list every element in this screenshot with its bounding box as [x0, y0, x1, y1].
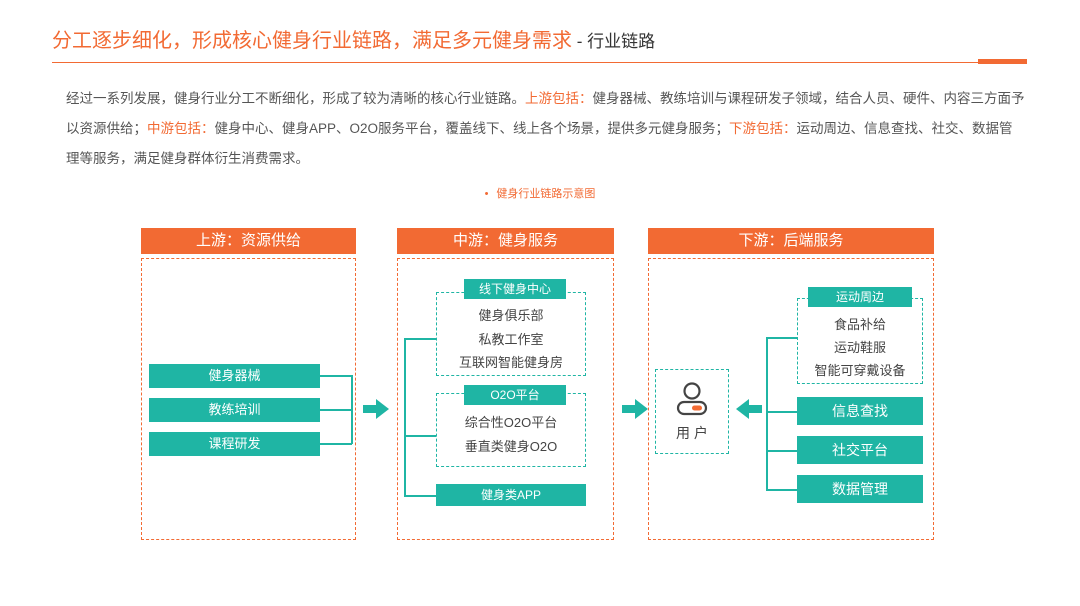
midstream-box: [397, 258, 614, 540]
downstream-text: 运动周边、信息查找、社交、数据管理等服务，满足健身群体衍生消费需求。: [66, 121, 1013, 166]
user-label: 用 户: [676, 425, 708, 441]
connector-line: [320, 443, 352, 445]
connector-line: [320, 409, 352, 411]
upstream-item-courses: 课程研发: [149, 432, 320, 456]
intro-paragraph: 经过一系列发展，健身行业分工不断细化，形成了较为清晰的核心行业链路。上游包括：健…: [66, 84, 1026, 174]
connector-line: [404, 338, 406, 496]
downstream-item-social: 社交平台: [797, 436, 923, 464]
downstream-header: 下游：后端服务: [648, 228, 934, 254]
connector-line: [404, 495, 436, 497]
title-separator: -: [572, 32, 588, 51]
left-arrow-icon: [736, 399, 762, 419]
fitness-app-label: 健身类APP: [436, 484, 586, 506]
connector-line: [404, 435, 436, 437]
upstream-item-training: 教练培训: [149, 398, 320, 422]
upstream-item-equipment: 健身器械: [149, 364, 320, 388]
midstream-text: 健身中心、健身APP、O2O服务平台，覆盖线下、线上各个场景，提供多元健身服务；: [214, 121, 730, 136]
connector-line: [766, 450, 797, 452]
right-arrow-icon: [363, 399, 389, 419]
user-icon: [676, 382, 708, 416]
downstream-highlight: 下游包括：: [729, 121, 797, 136]
upstream-box: [141, 258, 356, 540]
user-box: [655, 369, 729, 454]
peripherals-item: 智能可穿戴设备: [814, 363, 906, 378]
o2o-platform-label: O2O平台: [464, 385, 566, 405]
connector-line: [766, 411, 797, 413]
title-main-text: 分工逐步细化，形成核心健身行业链路，满足多元健身需求: [52, 30, 572, 52]
connector-line: [351, 375, 353, 444]
midstream-header: 中游：健身服务: [397, 228, 614, 254]
peripherals-item: 运动鞋服: [833, 340, 886, 355]
connector-line: [766, 337, 797, 339]
title-subtitle: 行业链路: [587, 32, 656, 51]
upstream-text: 健身器械、教练培训与课程研发子领域，结合人员、硬件、内容三方面予以资源供给；: [66, 91, 1025, 136]
connector-line: [766, 337, 768, 490]
offline-item: 私教工作室: [478, 332, 544, 347]
downstream-box: [648, 258, 934, 540]
offline-center-label: 线下健身中心: [464, 279, 566, 299]
title-accent-bar: [978, 59, 1027, 64]
connector-line: [320, 375, 352, 377]
peripherals-label: 运动周边: [808, 287, 912, 307]
peripherals-item: 食品补给: [833, 317, 886, 332]
connector-line: [766, 489, 797, 491]
right-arrow-icon: [622, 399, 648, 419]
connector-line: [404, 338, 436, 340]
diagram-caption: • 健身行业链路示意图: [0, 185, 1080, 201]
intro-text-1: 经过一系列发展，健身行业分工不断细化，形成了较为清晰的核心行业链路。: [66, 91, 525, 106]
midstream-highlight: 中游包括：: [147, 121, 215, 136]
title-underline: [52, 62, 1027, 63]
downstream-item-info-search: 信息查找: [797, 397, 923, 425]
caption-bullet: •: [484, 188, 489, 200]
downstream-item-data-mgmt: 数据管理: [797, 475, 923, 503]
o2o-item: 垂直类健身O2O: [464, 439, 558, 454]
offline-item: 健身俱乐部: [478, 308, 544, 323]
offline-item: 互联网智能健身房: [458, 355, 563, 370]
o2o-item: 综合性O2O平台: [464, 415, 558, 430]
upstream-header: 上游：资源供给: [141, 228, 356, 254]
upstream-highlight: 上游包括：: [525, 91, 593, 106]
caption-text: 健身行业链路示意图: [496, 188, 596, 200]
page-title: 分工逐步细化，形成核心健身行业链路，满足多元健身需求 - 行业链路: [52, 24, 655, 53]
